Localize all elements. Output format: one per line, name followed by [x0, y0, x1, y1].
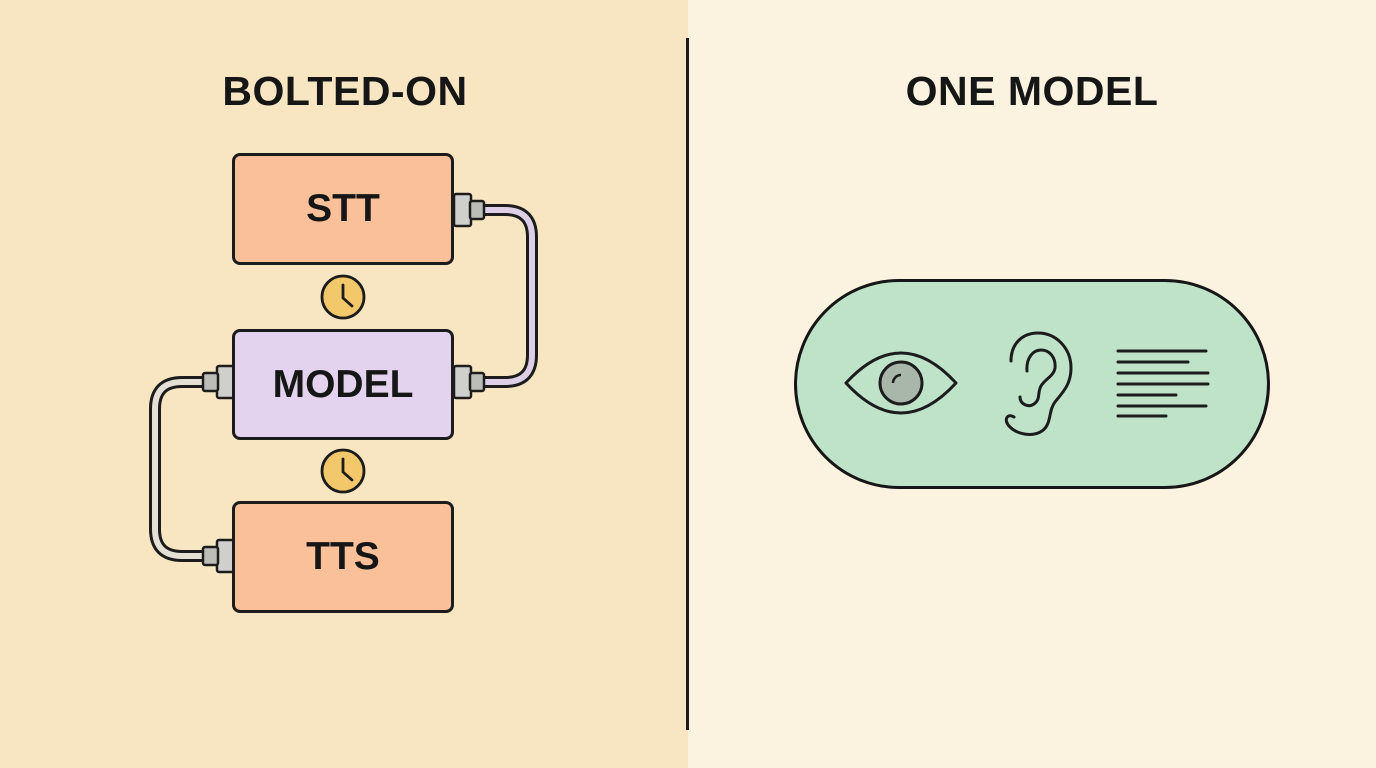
- clock-icon: [320, 448, 366, 494]
- ear-icon: [1004, 331, 1073, 436]
- eye-icon: [844, 351, 958, 415]
- tts-block: TTS: [232, 501, 454, 613]
- clock-icon: [320, 274, 366, 320]
- connector-model-right: [452, 364, 486, 400]
- connector-stt-right: [452, 192, 486, 228]
- stt-block: STT: [232, 153, 454, 265]
- cable-stt-to-model: [476, 204, 538, 388]
- text-lines-icon: [1116, 349, 1210, 418]
- bolted-on-title: BOLTED-ON: [222, 68, 468, 114]
- model-block: MODEL: [232, 329, 454, 440]
- cable-model-to-tts: [149, 376, 211, 562]
- divider-line: [686, 38, 689, 730]
- one-model-title: ONE MODEL: [905, 68, 1159, 114]
